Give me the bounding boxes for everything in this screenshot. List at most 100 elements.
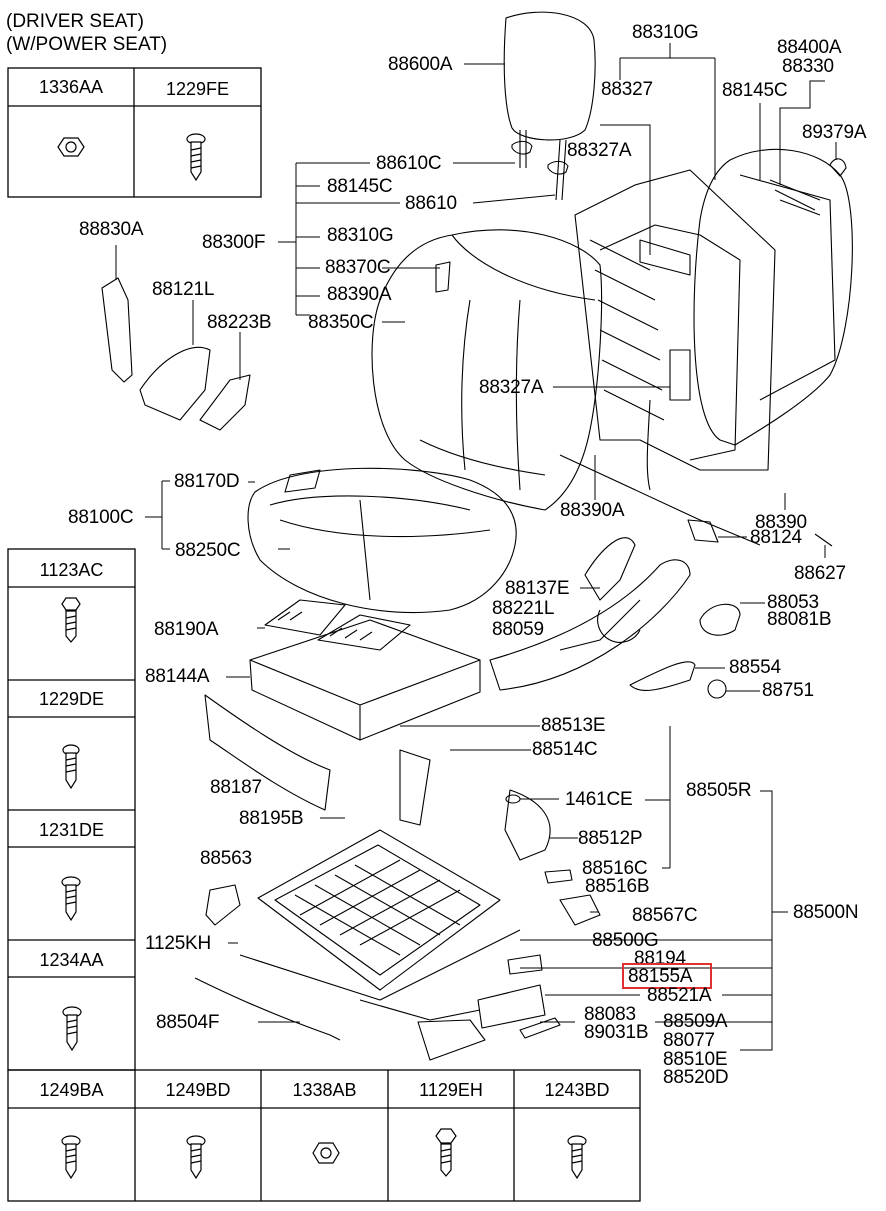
headrest-part <box>503 11 596 201</box>
seat-cushion-part <box>247 467 517 614</box>
part-label: 88563 <box>200 848 252 869</box>
screw-icon <box>61 1135 81 1180</box>
part-label: 88059 <box>492 619 544 640</box>
bolt-icon <box>435 1128 457 1177</box>
part-label: 88751 <box>762 680 814 701</box>
recliner-knob-part <box>629 661 696 691</box>
heater-mat-part <box>264 599 411 651</box>
part-label-highlighted[interactable]: 88155A <box>628 966 693 987</box>
part-label: 88390A <box>327 284 392 305</box>
part-label: 88300F <box>202 232 266 253</box>
screw-icon <box>567 1135 587 1180</box>
part-label: 88390 <box>755 512 807 533</box>
fastener-code: 1231DE <box>38 820 105 840</box>
nut-icon <box>312 1142 340 1164</box>
seatback-rear-panel-part <box>693 148 853 446</box>
bottom-fastener-table <box>7 1069 641 1202</box>
part-label: 88516C <box>582 858 648 879</box>
part-label: 88077 <box>663 1030 715 1051</box>
part-label: 88145C <box>722 80 788 101</box>
fastener-code: 1229DE <box>38 689 105 709</box>
part-label: 88610 <box>405 193 457 214</box>
part-label: 88137E <box>505 578 570 599</box>
part-label: 88310G <box>632 22 699 43</box>
part-label: 88083 <box>584 1004 636 1025</box>
part-label: 88600A <box>388 54 453 75</box>
fastener-code: 1229FE <box>165 79 230 99</box>
part-88194 <box>507 954 543 975</box>
seat-pad-part <box>249 619 481 741</box>
fastener-code: 1234AA <box>39 950 104 970</box>
fastener-code: 1338AB <box>292 1080 357 1100</box>
part-label: 88121L <box>152 279 215 300</box>
highlight-box <box>622 963 712 989</box>
part-label: 88610C <box>376 153 442 174</box>
part-label: 88390A <box>560 500 625 521</box>
part-label: 88081B <box>767 609 832 630</box>
part-label: 88830A <box>79 219 144 240</box>
seatback-frame-part <box>574 169 776 491</box>
trim-88124 <box>687 519 719 543</box>
bracket-88830A <box>101 277 133 383</box>
part-label: 88144A <box>145 666 210 687</box>
recliner-cover-part <box>699 603 741 636</box>
switch-88083 <box>519 1017 561 1039</box>
part-label: 88327 <box>601 79 653 100</box>
fastener-code: 1249BA <box>39 1080 104 1100</box>
module-88509A <box>477 984 546 1029</box>
part-label: 88520D <box>663 1067 729 1088</box>
part-label: 88500N <box>793 902 859 923</box>
part-label: 88500G <box>592 930 659 951</box>
part-label: 88554 <box>729 657 781 678</box>
nut-icon <box>57 137 85 157</box>
part-label: 88327A <box>479 377 544 398</box>
part-label: 88514C <box>532 739 598 760</box>
cover-88563 <box>205 884 241 926</box>
screw-icon <box>186 133 206 182</box>
seatback-cushion-part <box>371 229 603 511</box>
part-label: 88250C <box>175 540 241 561</box>
screw-icon <box>62 744 80 790</box>
part-label: 1125KH <box>145 933 212 954</box>
pin-88627 <box>814 533 833 547</box>
part-label: 88310G <box>327 225 394 246</box>
part-label: 89031B <box>584 1022 649 1043</box>
part-label: 88145C <box>327 176 393 197</box>
fastener-code: 1123AC <box>39 560 104 580</box>
part-label: 88221L <box>492 598 555 619</box>
bolt-icon <box>61 597 81 643</box>
part-label: 88350C <box>308 312 374 333</box>
ring-1461CE <box>505 794 521 804</box>
cap-88751 <box>707 679 727 699</box>
part-label: 88505R <box>686 780 752 801</box>
part-label: 88124 <box>750 527 802 548</box>
fastener-code: 1249BD <box>165 1080 231 1100</box>
plug-88516C <box>544 869 573 884</box>
fastener-code: 1243BD <box>544 1080 610 1100</box>
part-label: 88516B <box>585 876 650 897</box>
part-label: 88195B <box>239 808 304 829</box>
screw-icon <box>61 876 81 922</box>
part-label: 1461CE <box>565 789 633 810</box>
seat-frame-part <box>239 749 551 1021</box>
shield-88121L <box>139 346 211 421</box>
part-label: 88521A <box>647 985 712 1006</box>
front-trim-part <box>204 694 331 811</box>
harness-88137E <box>584 537 636 601</box>
part-label: 88510E <box>663 1049 728 1070</box>
motor-88510E <box>417 1019 486 1061</box>
clip-89379A <box>829 158 847 177</box>
part-label: 88627 <box>794 563 846 584</box>
part-label: 88370C <box>325 257 391 278</box>
part-label: 88327A <box>567 140 632 161</box>
part-label: 88400A <box>777 37 842 58</box>
part-label: 88513E <box>541 715 606 736</box>
fastener-code: 1336AA <box>38 77 104 97</box>
screw-icon <box>62 1006 82 1052</box>
part-label: 88190A <box>154 619 219 640</box>
cover-88223B <box>199 374 251 431</box>
cover-88567C <box>559 894 601 926</box>
diagram-title-line1: (DRIVER SEAT) <box>6 11 144 32</box>
harness-88504F <box>194 977 341 1041</box>
